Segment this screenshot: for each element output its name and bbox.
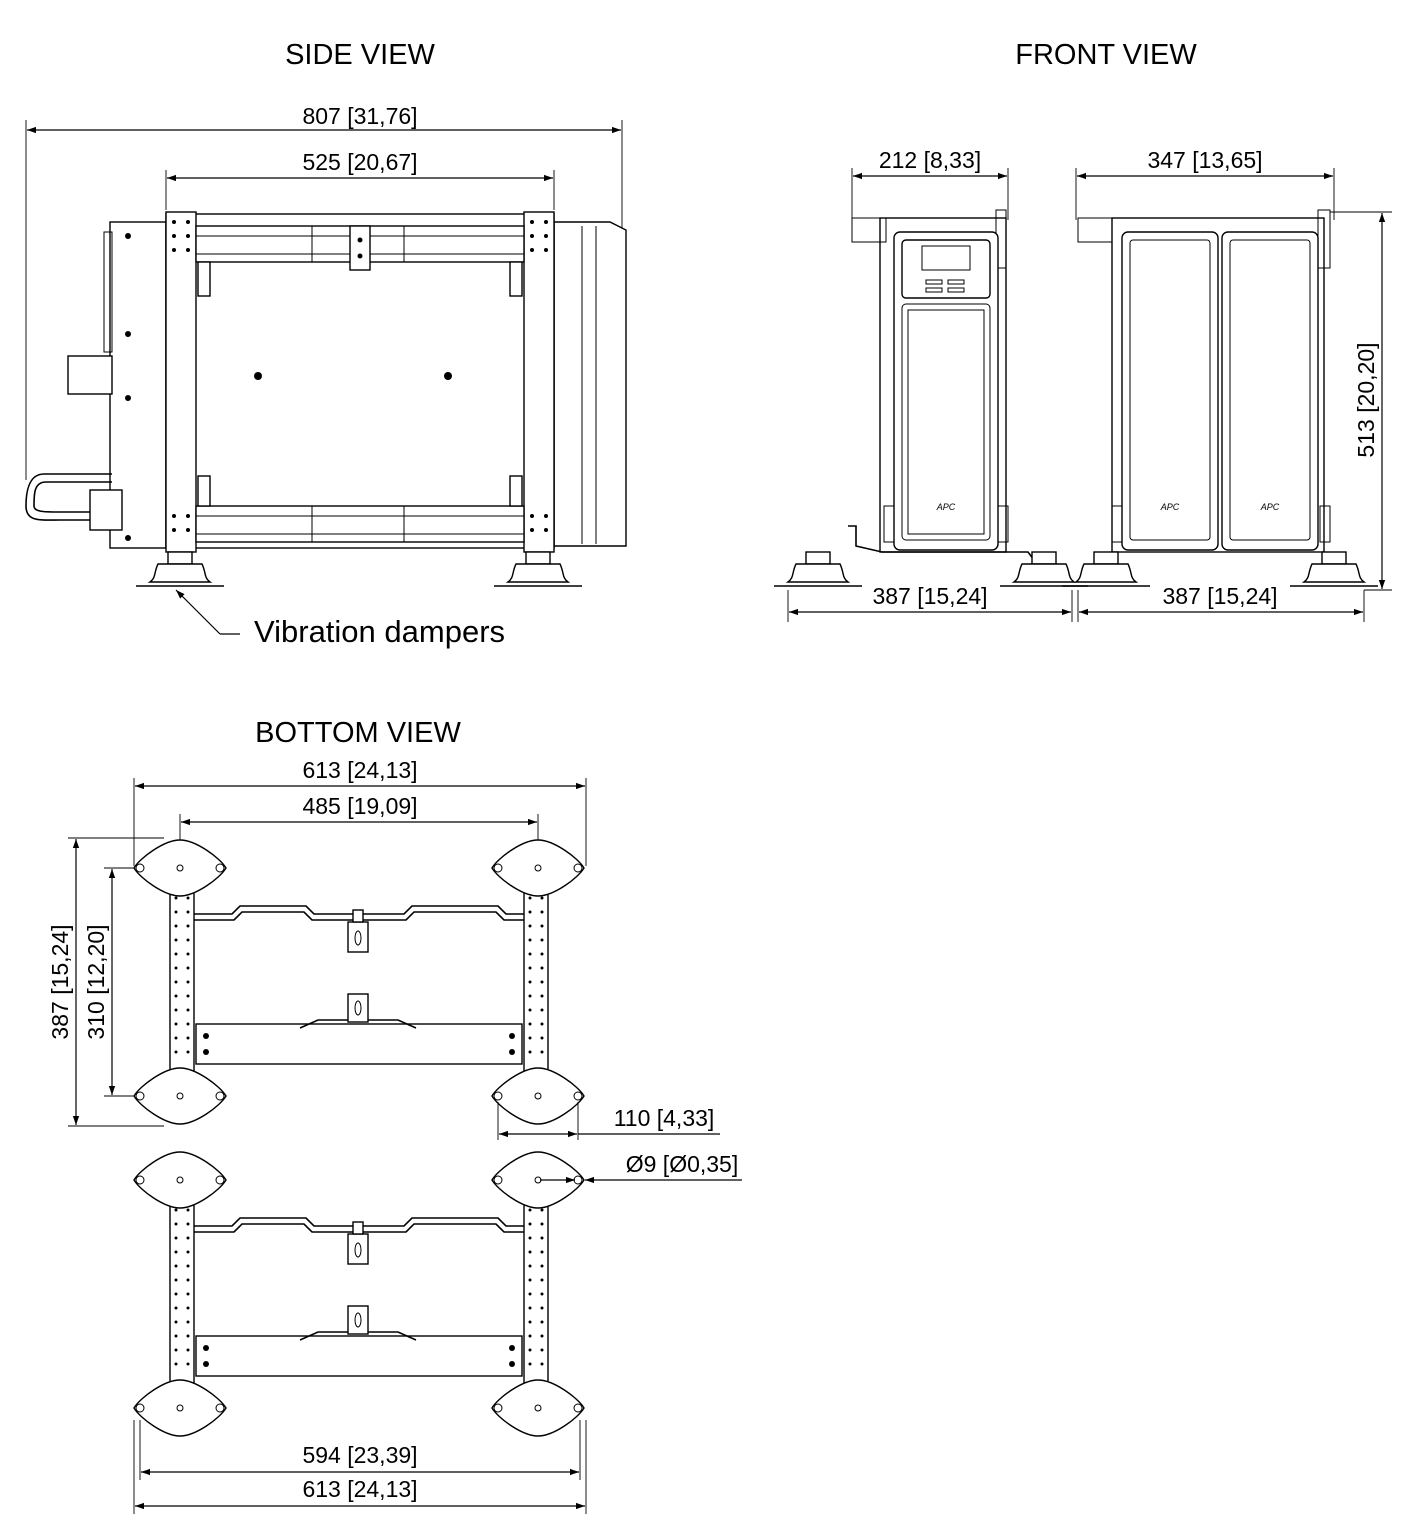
bottom-damper-width-label: 110 [4,33] [614, 1105, 715, 1131]
bottom-view-title: BOTTOM VIEW [255, 717, 461, 749]
bottom-upper-unit [134, 840, 584, 1124]
vibration-dampers-callout: Vibration dampers [254, 614, 505, 649]
front-view-title: FRONT VIEW [1015, 39, 1197, 71]
bottom-overall-width-bottom-label: 613 [24,13] [302, 1476, 417, 1502]
bottom-hole-depth-label: 310 [12,20] [83, 924, 109, 1039]
apc-logo-double-left: APC [1160, 502, 1180, 512]
front-double-width-label: 347 [13,65] [1147, 147, 1262, 173]
apc-logo-single: APC [936, 502, 956, 512]
front-double-base-label: 387 [15,24] [1162, 583, 1277, 609]
front-single-width-label: 212 [8,33] [879, 147, 981, 173]
front-double-unit: APC APC [1061, 209, 1379, 587]
side-frame-length-label: 525 [20,67] [302, 149, 417, 175]
side-overall-length-label: 807 [31,76] [302, 103, 417, 129]
front-single-base-label: 387 [15,24] [872, 583, 987, 609]
front-single-unit: APC [773, 209, 1089, 587]
bottom-overall-depth-label: 387 [15,24] [47, 924, 73, 1039]
apc-logo-double-right: APC [1260, 502, 1280, 512]
side-view-unit [25, 211, 627, 587]
bottom-view: BOTTOM VIEW 613 [24,13] 485 [19,09] 387 … [47, 717, 742, 1514]
bottom-hole-spacing-label: 485 [19,09] [302, 793, 417, 819]
front-height-label: 513 [20,20] [1353, 342, 1379, 457]
bottom-rail-width-label: 594 [23,39] [302, 1442, 417, 1468]
bottom-hole-diameter-label: Ø9 [Ø0,35] [626, 1151, 739, 1177]
bottom-lower-unit [134, 1152, 584, 1436]
bottom-overall-width-top-label: 613 [24,13] [302, 757, 417, 783]
front-view: FRONT VIEW 212 [8,33] 347 [13,65] 513 [2… [773, 39, 1392, 622]
side-view-title: SIDE VIEW [285, 39, 435, 71]
side-view: SIDE VIEW 807 [31,76] 525 [20,67] [25, 39, 627, 649]
